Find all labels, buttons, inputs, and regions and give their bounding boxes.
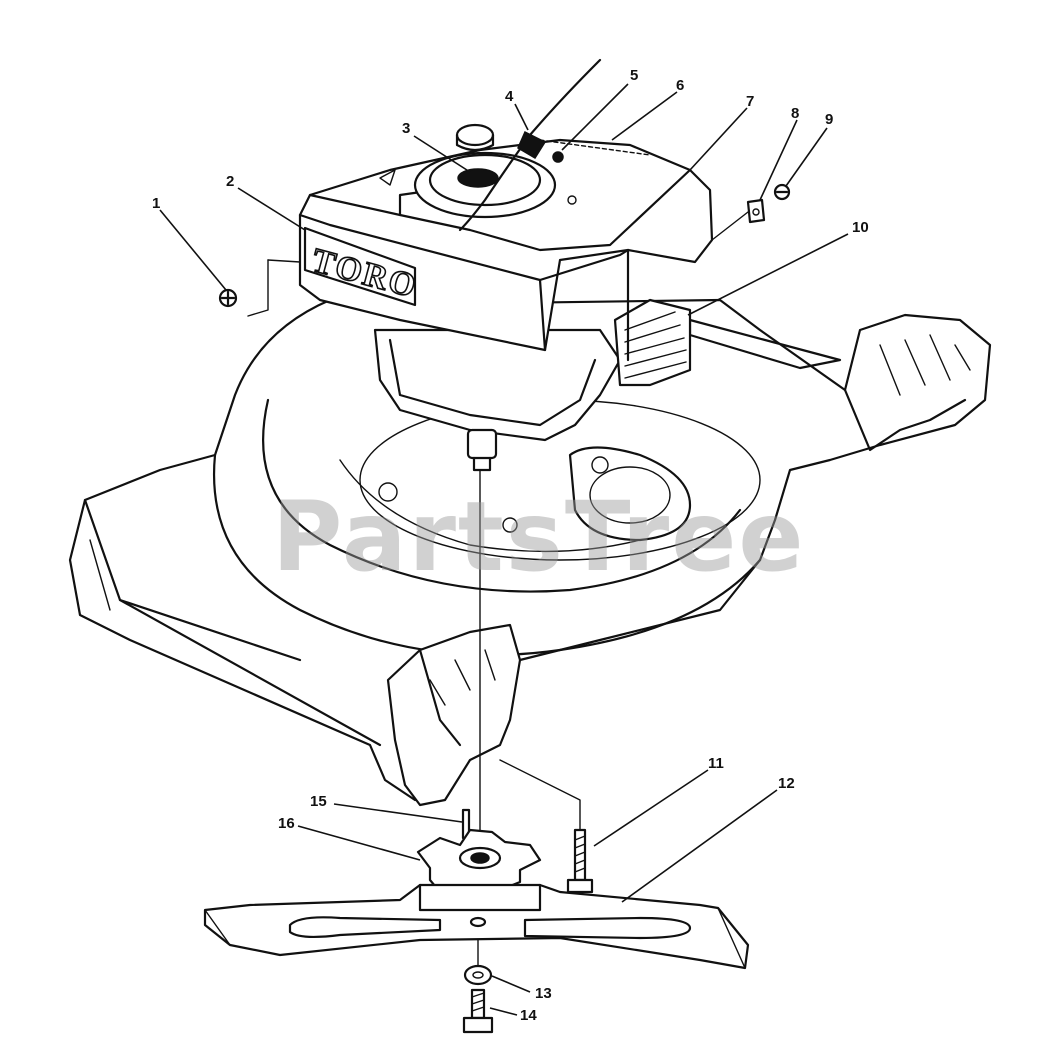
engine-assembly: TORO bbox=[247, 58, 714, 472]
callout-9: 9 bbox=[825, 111, 833, 128]
clip-8-icon bbox=[746, 198, 766, 224]
watermark: PartsTree bbox=[272, 481, 805, 593]
mower-deck bbox=[68, 298, 992, 807]
blade-assembly bbox=[203, 469, 750, 1034]
callout-numbers: 1 2 3 4 5 6 7 8 9 10 11 12 13 14 15 16 bbox=[152, 67, 869, 1024]
callout-14: 14 bbox=[520, 1007, 537, 1024]
callout-11: 11 bbox=[708, 755, 724, 772]
callout-2: 2 bbox=[226, 173, 234, 190]
callout-10: 10 bbox=[852, 219, 869, 236]
washer-13-icon bbox=[463, 964, 493, 986]
callout-12: 12 bbox=[778, 775, 795, 792]
callout-3: 3 bbox=[402, 120, 410, 137]
callout-5: 5 bbox=[630, 67, 638, 84]
callout-1: 1 bbox=[152, 195, 160, 212]
callout-8: 8 bbox=[791, 105, 799, 122]
callout-4: 4 bbox=[505, 88, 514, 105]
callout-7: 7 bbox=[746, 93, 754, 110]
callout-leaders bbox=[159, 83, 849, 1016]
callout-15: 15 bbox=[310, 793, 327, 810]
bolt-14-icon bbox=[462, 988, 494, 1034]
bolt-11-icon bbox=[566, 828, 594, 894]
blade-adapter-16-icon bbox=[416, 828, 542, 897]
hardware bbox=[218, 139, 791, 308]
screw-9-icon bbox=[773, 183, 791, 201]
callout-6: 6 bbox=[676, 77, 684, 94]
blade-12-icon bbox=[203, 883, 750, 970]
screw-1-icon bbox=[218, 288, 238, 308]
callout-16: 16 bbox=[278, 815, 295, 832]
callout-13: 13 bbox=[535, 985, 552, 1002]
